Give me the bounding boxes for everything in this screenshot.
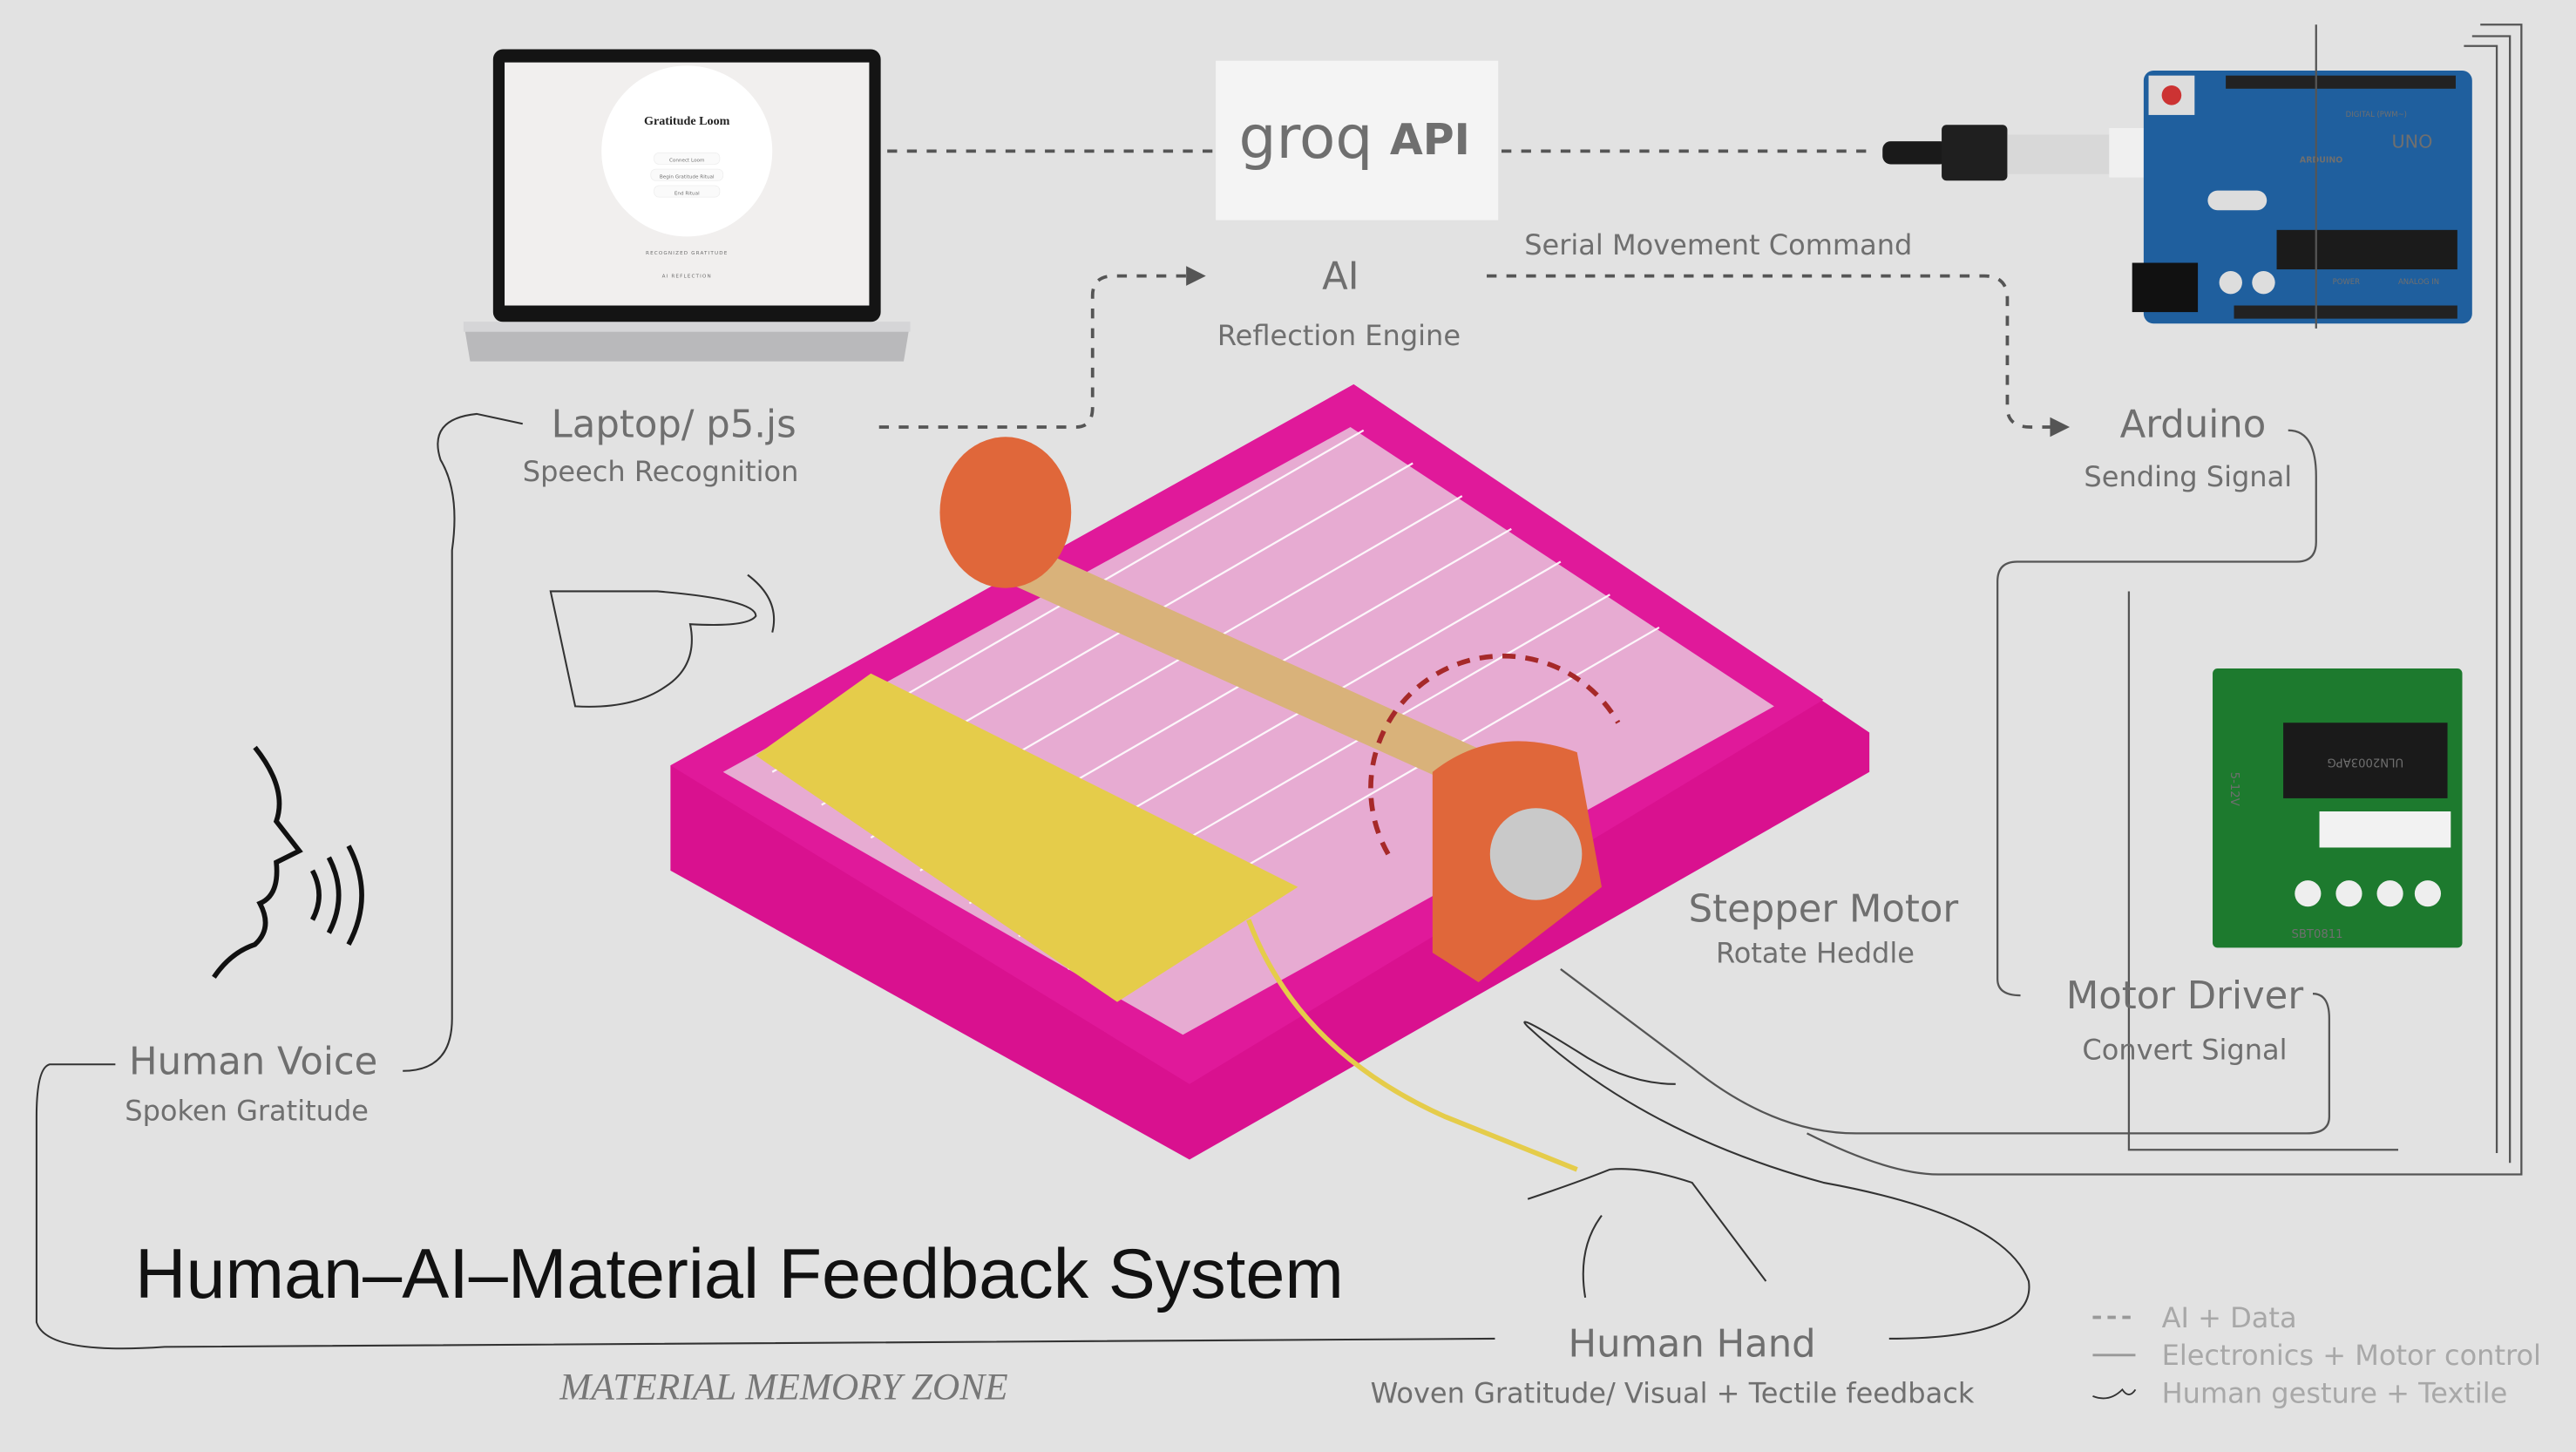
- laptop-node-subtitle: Speech Recognition: [523, 455, 799, 488]
- svg-text:ANALOG IN: ANALOG IN: [2398, 277, 2439, 286]
- arduino-model: UNO: [2391, 132, 2432, 153]
- pinching-hand-icon: [1527, 1168, 1767, 1299]
- arduino-node-subtitle: Sending Signal: [2084, 460, 2292, 493]
- screen-button: Connect Loom: [654, 152, 721, 165]
- speaking-face-icon: [212, 745, 364, 979]
- hand-node-title: Human Hand: [1569, 1323, 1816, 1367]
- laptop-node-title: Laptop/ p5.js: [552, 403, 797, 446]
- motor-driver-node-title: Motor Driver: [2066, 974, 2303, 1018]
- laptop-illustration: Gratitude Loom Connect Loom Begin Gratit…: [463, 49, 911, 362]
- svg-text:ULN2003APG: ULN2003APG: [2327, 756, 2403, 769]
- voice-node-title: Human Voice: [129, 1041, 377, 1084]
- screen-button: Begin Gratitude Ritual: [650, 168, 724, 181]
- svg-text:POWER: POWER: [2333, 277, 2360, 286]
- pointing-hand-icon: [549, 573, 776, 708]
- svg-text:Begin Gratitude Ritual: Begin Gratitude Ritual: [660, 174, 715, 180]
- svg-text:5-12V: 5-12V: [2227, 772, 2240, 806]
- legend-item: AI + Data: [2162, 1301, 2297, 1334]
- legend-item: Human gesture + Textile: [2162, 1376, 2508, 1409]
- motor-driver-node-subtitle: Convert Signal: [2082, 1034, 2287, 1067]
- legend: AI + Data Electronics + Motor control Hu…: [2092, 1301, 2541, 1409]
- page-title: Human–AI–Material Feedback System: [135, 1235, 1344, 1313]
- svg-text:SBT0811: SBT0811: [2292, 928, 2343, 941]
- voice-node-subtitle: Spoken Gratitude: [125, 1094, 369, 1127]
- svg-text:groq: groq: [1238, 103, 1373, 172]
- svg-text:Connect Loom: Connect Loom: [669, 159, 705, 164]
- motor-driver-board: ULN2003APG SBT0811 5-12V: [2213, 668, 2463, 948]
- data-flow-lines: [878, 149, 2071, 438]
- loom-illustration: [670, 384, 1870, 1172]
- zone-label: MATERIAL MEMORY ZONE: [559, 1367, 1007, 1408]
- human-gesture-lines: [35, 412, 2030, 1350]
- screen-button: End Ritual: [654, 185, 721, 198]
- ai-node-subtitle: Reflection Engine: [1217, 319, 1461, 352]
- arduino-brand: ARDUINO: [2300, 156, 2342, 166]
- app-title: Gratitude Loom: [644, 114, 730, 128]
- electronics-wires: [1560, 24, 2523, 1176]
- serial-command-label: Serial Movement Command: [1524, 228, 1912, 261]
- arduino-board: UNO ARDUINO DIGITAL (PWM~) POWER ANALOG …: [2132, 71, 2472, 324]
- stepper-node-title: Stepper Motor: [1689, 887, 1959, 931]
- arduino-node-title: Arduino: [2120, 403, 2267, 446]
- svg-text:DIGITAL (PWM~): DIGITAL (PWM~): [2346, 110, 2407, 119]
- groq-api-logo: groq API: [1216, 60, 1499, 221]
- stepper-node-subtitle: Rotate Heddle: [1716, 936, 1915, 969]
- reflection-heading: AI REFLECTION: [662, 275, 712, 280]
- legend-item: Electronics + Motor control: [2162, 1339, 2541, 1372]
- recognized-heading: RECOGNIZED GRATITUDE: [646, 251, 728, 256]
- svg-text:End Ritual: End Ritual: [675, 191, 700, 196]
- hand-node-subtitle: Woven Gratitude/ Visual + Tectile feedba…: [1371, 1376, 1975, 1409]
- ai-node-title: AI: [1322, 255, 1359, 299]
- svg-text:API: API: [1390, 115, 1470, 165]
